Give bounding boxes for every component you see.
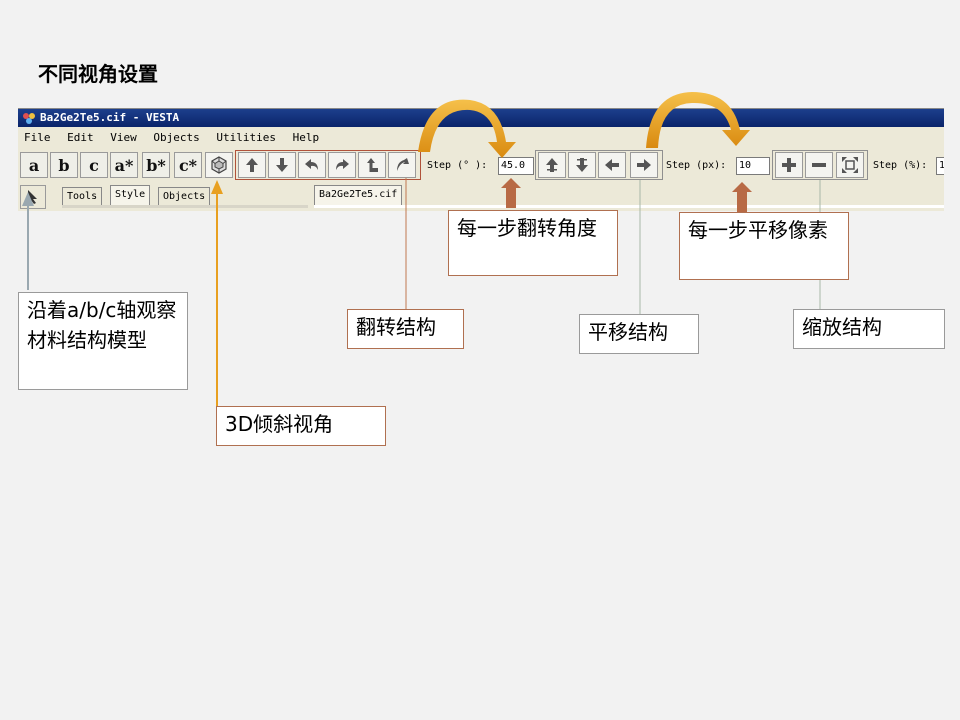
tab-style[interactable]: Style [110, 185, 151, 205]
menu-view[interactable]: View [110, 131, 137, 144]
title-bar: Ba2Ge2Te5.cif - VESTA [18, 109, 944, 127]
translate-button-group [535, 150, 663, 180]
up-arrow-deg [501, 178, 521, 208]
zoom-out-button[interactable] [805, 152, 833, 178]
rotate-up-button[interactable] [238, 152, 266, 178]
view-c-star-button[interactable]: c* [174, 152, 202, 178]
rotate-cw-icon [397, 158, 409, 171]
arrow-right-curve-icon [336, 159, 349, 170]
leader-tilt3d-head [211, 180, 223, 194]
window-title: Ba2Ge2Te5.cif - VESTA [40, 111, 180, 124]
rotate-ccw-button[interactable] [358, 152, 386, 178]
menu-edit[interactable]: Edit [67, 131, 94, 144]
up-arrow-px [732, 182, 752, 212]
translate-left-button[interactable] [598, 152, 626, 178]
arrow-right-icon [637, 159, 651, 171]
curved-arrow-translate-step [646, 92, 750, 148]
translate-down-button[interactable] [568, 152, 596, 178]
step-px-label: Step (px): [666, 160, 727, 171]
view-b-button[interactable]: b [50, 152, 78, 178]
menu-utilities[interactable]: Utilities [216, 131, 276, 144]
rotate-cw-button[interactable] [388, 152, 416, 178]
translate-right-button[interactable] [630, 152, 658, 178]
tab-document[interactable]: Ba2Ge2Te5.cif [314, 185, 403, 205]
translate-up-button[interactable] [538, 152, 566, 178]
document-area-edge [314, 205, 944, 208]
tabs-row: Tools Style Objects Ba2Ge2Te5.cif [18, 183, 944, 211]
vesta-window: Ba2Ge2Te5.cif - VESTA File Edit View Obj… [18, 108, 944, 211]
menu-objects[interactable]: Objects [153, 131, 200, 144]
minus-icon [812, 163, 826, 167]
callout-rotate-step: 每一步翻转角度 [448, 210, 618, 276]
tab-objects[interactable]: Objects [158, 187, 211, 205]
rotate-button-group [235, 150, 421, 180]
view-a-star-button[interactable]: a* [110, 152, 138, 178]
rotate-left-button[interactable] [298, 152, 326, 178]
menu-help[interactable]: Help [292, 131, 320, 144]
callout-rotate: 翻转结构 [347, 309, 464, 349]
step-pct-label: Step (%): [873, 160, 928, 171]
plus-icon [782, 158, 796, 172]
menu-bar: File Edit View Objects Utilities Help [18, 129, 323, 147]
arrow-left-curve-icon [305, 159, 318, 170]
polyhedron-icon [211, 156, 227, 174]
callout-zoom: 缩放结构 [793, 309, 945, 349]
tilt-3d-button[interactable] [205, 152, 233, 178]
view-a-button[interactable]: a [20, 152, 48, 178]
arrow-down-curve-icon [276, 158, 288, 172]
step-deg-label: Step (° ): [427, 160, 488, 171]
zoom-button-group [772, 150, 868, 180]
zoom-in-button[interactable] [775, 152, 803, 178]
curved-arrow-rotate-step [418, 99, 516, 158]
arrow-up-icon [546, 158, 558, 172]
callout-axis-view: 沿着a/b/c轴观察材料结构模型 [18, 292, 188, 390]
fit-to-screen-button[interactable] [836, 152, 864, 178]
vesta-app-icon [23, 113, 35, 124]
arrow-up-curve-icon [246, 158, 258, 172]
callout-tilt-3d: 3D倾斜视角 [216, 406, 386, 446]
callout-translate: 平移结构 [579, 314, 699, 354]
rotate-ccw-icon [367, 158, 378, 172]
slide-title: 不同视角设置 [38, 62, 158, 86]
tab-tools[interactable]: Tools [62, 187, 103, 205]
toolbar: a b c a* b* c* Step (° ): 45.0 Step (px)… [18, 149, 944, 181]
arrow-left-icon [605, 159, 619, 171]
fit-screen-icon [842, 157, 858, 173]
rotate-right-button[interactable] [328, 152, 356, 178]
side-panel-edge [62, 205, 308, 208]
step-pct-input[interactable]: 1 [936, 157, 944, 175]
menu-file[interactable]: File [24, 131, 51, 144]
view-c-button[interactable]: c [80, 152, 108, 178]
step-deg-input[interactable]: 45.0 [498, 157, 534, 175]
leader-axis-head [22, 192, 34, 206]
view-b-star-button[interactable]: b* [142, 152, 170, 178]
callout-translate-step: 每一步平移像素 [679, 212, 849, 280]
step-px-input[interactable]: 10 [736, 157, 770, 175]
arrow-down-icon [576, 158, 588, 172]
rotate-down-button[interactable] [268, 152, 296, 178]
